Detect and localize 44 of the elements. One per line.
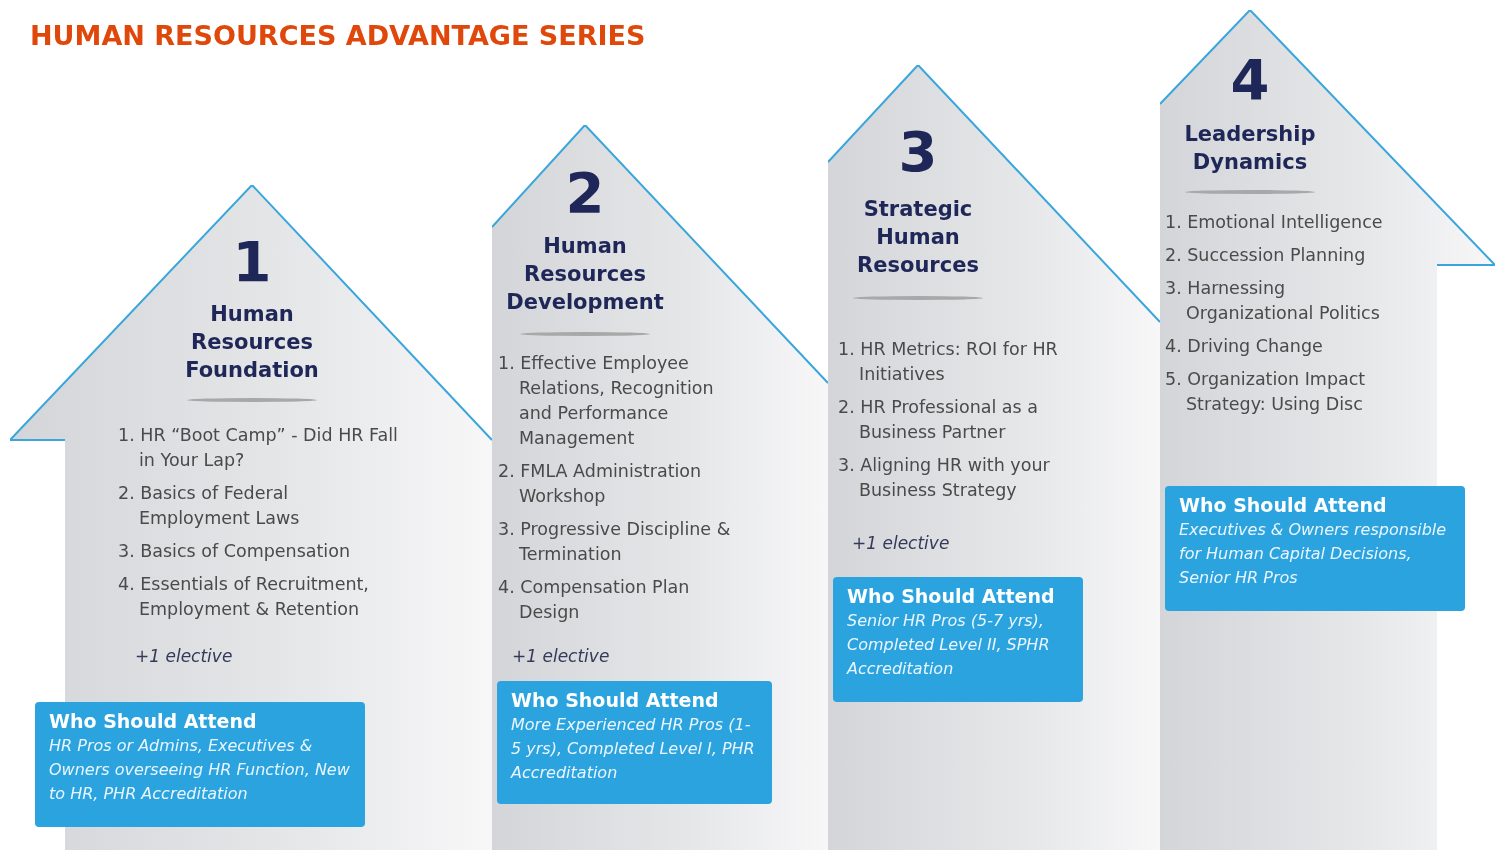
course-item: 3. Progressive Discipline & Termination [498, 518, 732, 566]
page-title: HUMAN RESOURCES ADVANTAGE SERIES [30, 20, 646, 51]
audience-box [497, 681, 772, 804]
audience-text: More Experienced HR Pros (1-5 yrs), Completed Level I, PHR Accreditation [511, 714, 756, 784]
course-item: 4. Compensation Plan Design [498, 576, 691, 624]
course-item: 1. Emotional Intelligence [1165, 211, 1384, 234]
audience-heading: Who Should Attend [511, 688, 720, 713]
audience-text: Senior HR Pros (5-7 yrs), Completed Level II, SPHR Accreditation [847, 610, 1051, 680]
course-item: 2. HR Professional as a Business Partner [838, 396, 1039, 444]
audience-heading: Who Should Attend [49, 709, 258, 734]
step-title: Leadership Dynamics [1183, 121, 1317, 176]
course-item: 1. Effective Employee Relations, Recognition and Performance Management [498, 352, 715, 450]
elective-note: +1 elective [852, 533, 950, 553]
course-item: 1. HR Metrics: ROI for HR Initiatives [838, 338, 1059, 386]
course-item: 4. Essentials of Recruitment, Employment & Retention [118, 573, 370, 621]
step-title: Human Resources Development [505, 233, 665, 316]
audience-box [833, 577, 1083, 702]
step-title: Human Resources Foundation [184, 301, 320, 384]
audience-heading: Who Should Attend [847, 584, 1056, 609]
step-number: 2 [564, 163, 606, 223]
step-number: 1 [231, 232, 273, 292]
audience-text: Executives & Owners responsible for Human Capital Decisions, Senior HR Pros [1179, 519, 1448, 589]
audience-box [1165, 486, 1465, 611]
elective-note: +1 elective [512, 646, 610, 666]
arrow-shape [1160, 10, 1495, 850]
arrow-shape [828, 65, 1160, 850]
course-item: 5. Organization Impact Strategy: Using Disc [1165, 368, 1367, 416]
step-title: Strategic Human Resources [856, 196, 980, 279]
course-item: 2. Succession Planning [1165, 244, 1367, 267]
course-item: 2. Basics of Federal Employment Laws [118, 482, 301, 530]
arrow-shape [492, 125, 828, 850]
step-number: 4 [1229, 50, 1271, 110]
audience-box [35, 702, 365, 827]
step-number: 3 [897, 122, 939, 182]
audience-text: HR Pros or Admins, Executives & Owners overseeing HR Function, New to HR, PHR Accreditation [49, 735, 351, 805]
course-item: 3. Basics of Compensation [118, 540, 351, 563]
course-item: 3. Aligning HR with your Business Strategy [838, 454, 1051, 502]
audience-heading: Who Should Attend [1179, 493, 1388, 518]
elective-note: +1 elective [135, 646, 233, 666]
course-item: 1. HR “Boot Camp” - Did HR Fall in Your Lap? [118, 424, 398, 472]
arrow-shape [10, 185, 492, 850]
course-item: 2. FMLA Administration Workshop [498, 460, 703, 508]
course-item: 4. Driving Change [1165, 335, 1324, 358]
course-item: 3. Harnessing Organizational Politics [1165, 277, 1381, 325]
